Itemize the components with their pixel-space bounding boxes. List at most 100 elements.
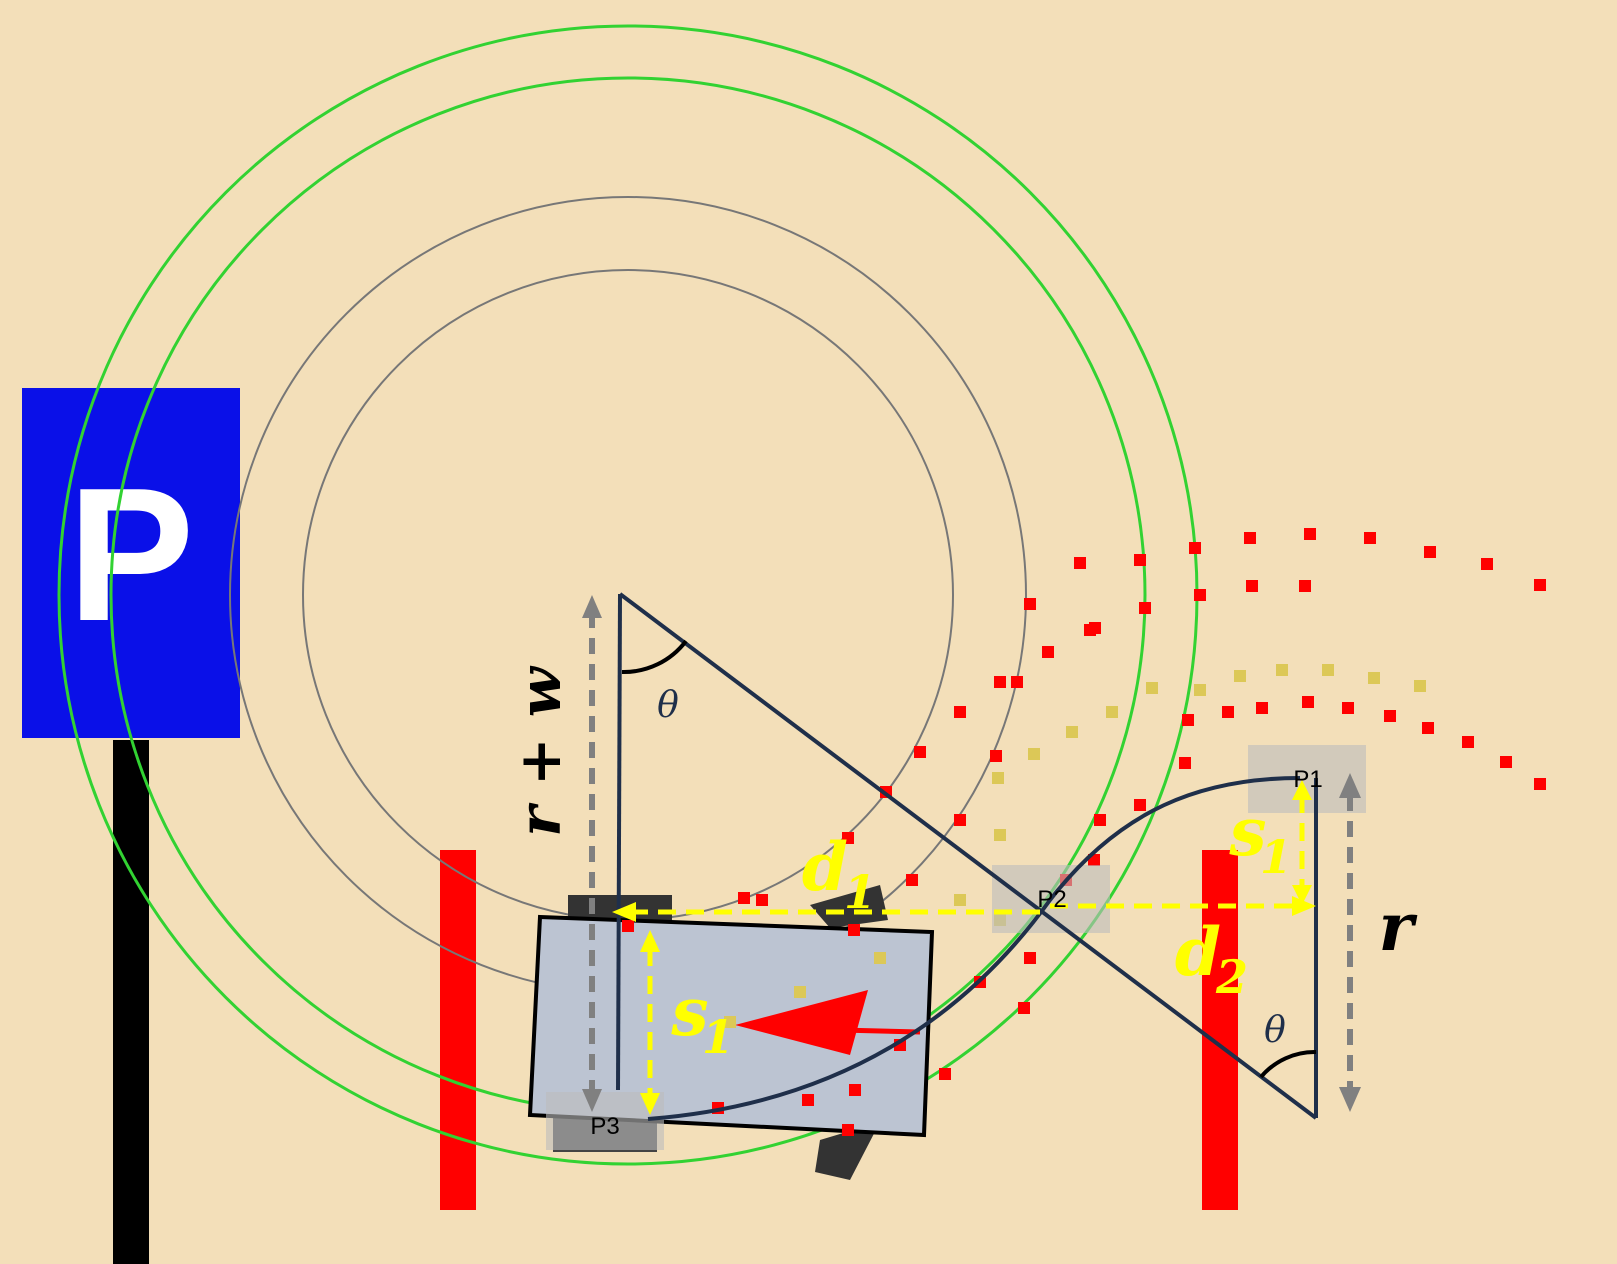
trajectory-dot-yellow [1194,684,1206,696]
trajectory-dot-yellow [1322,664,1334,676]
trajectory-dot-yellow [954,894,966,906]
wheel-front-top [810,885,888,928]
theta-label-bottom: θ [1264,1010,1286,1051]
trajectory-dot-red [1134,799,1146,811]
trajectory-dot-red [1134,554,1146,566]
direction-arrow-tail [839,1027,921,1035]
d1-subscript: 1 [844,865,876,919]
p3-label: P3 [590,1113,619,1140]
sign-pole [113,740,149,1264]
trajectory-dot-red [1342,702,1354,714]
theta-arc-bottom [1259,1049,1317,1079]
r-plus-w-label: r + w [506,665,574,837]
trajectory-dot-yellow [994,829,1006,841]
yellow-dimension-arrows [630,795,1305,1098]
barrier-left [440,850,476,1210]
left-vertical-line [616,593,622,1091]
trajectory-dot-red [1302,696,1314,708]
d1-label: d [802,828,848,906]
trajectory-dot-red [1094,814,1106,826]
trajectory-dot-red [738,892,750,904]
arrowhead [582,595,602,618]
trajectory-dot-red [939,1068,951,1080]
trajectory-dot-red [1222,706,1234,718]
trajectory-dot-yellow [1276,664,1288,676]
trajectory-dot-red [954,814,966,826]
arrowhead [1292,896,1316,916]
s1-label-right: s [1228,793,1266,871]
trajectory-dot-red [906,874,918,886]
trajectory-dot-red [1534,778,1546,790]
trajectory-dot-red [990,750,1002,762]
trajectory-dot-red [1500,756,1512,768]
d2-subscript: 2 [1215,950,1248,1004]
trajectory-dot-red [1246,580,1258,592]
trajectory-dot-red [1304,528,1316,540]
theta-arc-top [621,639,688,675]
trajectory-dot-yellow [1234,670,1246,682]
d2-label: d [1175,913,1221,991]
trajectory-dot-yellow [794,986,806,998]
trajectory-dot-red [802,1094,814,1106]
trajectory-dot-red [1182,714,1194,726]
trajectory-dot-red [1042,646,1054,658]
trajectory-dot-red [1189,542,1201,554]
arrowhead [640,930,660,952]
sign-panel [22,388,240,738]
arrowhead [1292,885,1312,905]
arrowhead [1292,780,1312,800]
trajectory-dot-red [848,924,860,936]
trajectory-dot-red [1024,598,1036,610]
s1-label-left: s [670,973,708,1051]
s1-subscript-left: 1 [702,1010,734,1064]
trajectory-dot-red [622,920,634,932]
p1-label: P1 [1293,766,1322,793]
gray-dimension-arrows [589,612,1353,1092]
trajectory-dot-red [1299,580,1311,592]
parking-sign: P [22,388,240,1264]
r-label: r [1379,888,1418,966]
diagonal-line [618,592,1318,1120]
trajectory-dot-red [1011,676,1023,688]
trajectory-dot-red [1018,1002,1030,1014]
sign-letter: P [68,449,195,661]
trajectory-dot-red [1179,757,1191,769]
arrowhead [1339,1087,1361,1112]
barrier-right [1202,850,1238,1210]
trajectory-dot-yellow [1414,680,1426,692]
trajectory-dot-red [1256,702,1268,714]
s-curve-path [647,776,1301,1121]
trajectory-dot-red [954,706,966,718]
trajectory-dot-red [914,746,926,758]
yellow-arrowheads [612,780,1316,1115]
angle-arcs [621,639,1317,1079]
trajectory-dots [622,528,1546,1136]
arrowhead [612,902,636,922]
trajectory-dot-red [1074,557,1086,569]
trajectory-dot-red [1384,710,1396,722]
theta-label-top: θ [657,685,679,726]
trajectory-dot-yellow [874,952,886,964]
trajectory-dot-yellow [724,1016,736,1028]
trajectory-dot-red [994,676,1006,688]
trajectory-dot-yellow [992,772,1004,784]
trajectory-dot-red [1139,602,1151,614]
gray-arrowheads [582,595,1361,1112]
trajectory-dot-red [1194,589,1206,601]
trajectory-dot-red [842,832,854,844]
construction-lines [616,592,1318,1121]
trajectory-dot-red [1244,532,1256,544]
trajectory-dot-red [1424,546,1436,558]
trajectory-dot-red [1364,532,1376,544]
trajectory-dot-yellow [1106,706,1118,718]
trajectory-dot-red [1024,952,1036,964]
trajectory-dot-yellow [1066,726,1078,738]
trajectory-dot-red [1534,579,1546,591]
trajectory-dot-yellow [1028,748,1040,760]
trajectory-dot-yellow [1368,672,1380,684]
arrowhead [582,1089,602,1112]
p2-label: P2 [1037,886,1066,913]
arrowhead [640,1093,660,1115]
trajectory-dot-yellow [1146,682,1158,694]
